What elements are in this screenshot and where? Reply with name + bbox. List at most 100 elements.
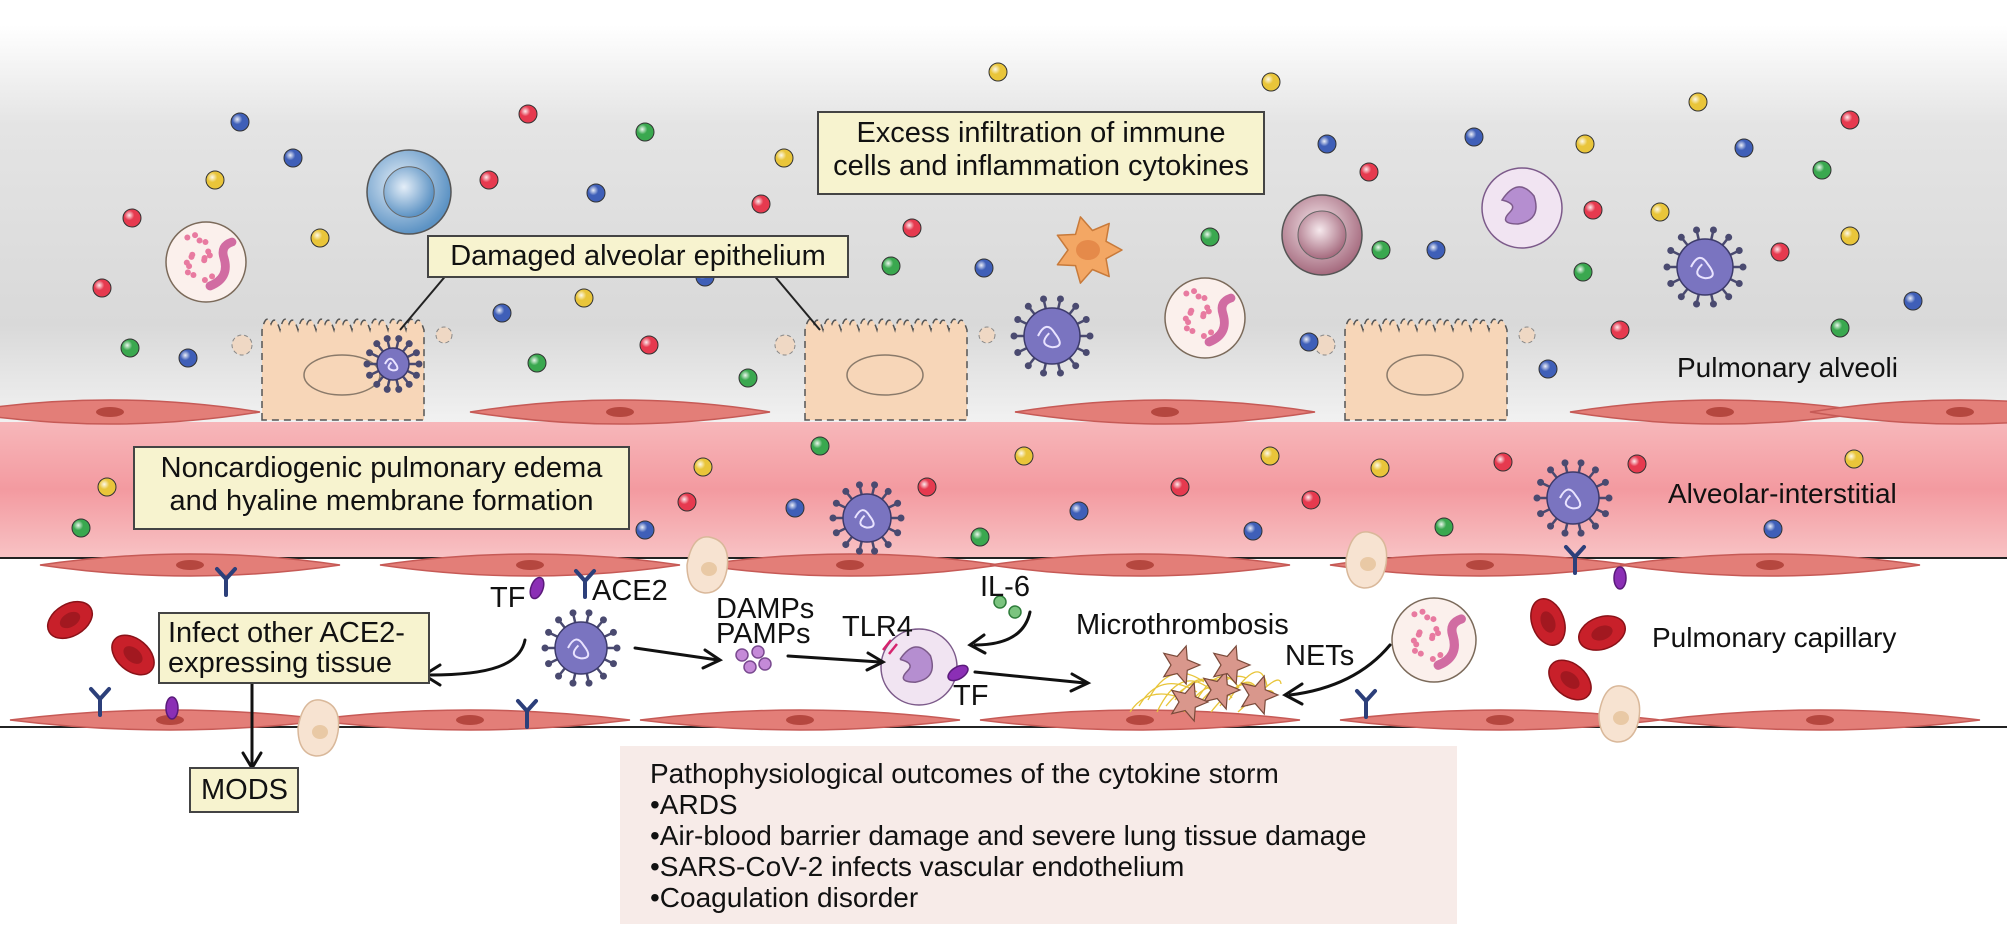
platelet-cell — [686, 536, 729, 594]
tissue-factor — [1613, 566, 1627, 590]
cytokine-dot — [988, 62, 1008, 82]
tlr4-label: TLR4 — [842, 611, 913, 643]
damp-molecule — [758, 657, 772, 671]
arrow-damps-to-neutrophil — [786, 654, 882, 664]
neutrophil-cell — [1391, 597, 1477, 683]
virus-particle — [541, 609, 621, 687]
cytokine-dot — [71, 518, 91, 538]
alveolar-endothelial-cell — [1809, 399, 2007, 425]
il6-molecule — [993, 595, 1007, 609]
damaged-epithelium-text: Damaged alveolar epithelium — [450, 240, 826, 272]
pulmonary-alveoli-label: Pulmonary alveoli — [1677, 352, 1898, 383]
cytokine-dot — [1243, 521, 1263, 541]
virus-particle — [1533, 459, 1613, 537]
cytokine-dot — [693, 457, 713, 477]
virus-particle — [1663, 226, 1747, 308]
cytokine-dot — [230, 112, 250, 132]
cytokine-dot — [92, 278, 112, 298]
cytokine-dot — [677, 492, 697, 512]
outcome-item-barrier: •Air-blood barrier damage and severe lun… — [650, 820, 1367, 851]
il6-molecule — [1008, 605, 1022, 619]
tlr4-receptor — [882, 639, 898, 655]
cytokine-dot — [1734, 138, 1754, 158]
neutrophil-cell — [165, 221, 247, 303]
cytokine-dot — [1014, 446, 1034, 466]
cytokine-dot — [1426, 240, 1446, 260]
cytokine-dot — [1770, 242, 1790, 262]
cytokine-dot — [1903, 291, 1923, 311]
cytokine-dot — [1830, 318, 1850, 338]
red-blood-cell — [1578, 615, 1626, 651]
outcome-item-endothelium: •SARS-CoV-2 infects vascular endothelium — [650, 851, 1185, 882]
cytokine-dot — [1763, 519, 1783, 539]
cytokine-dot — [1359, 162, 1379, 182]
capillary-bottom-endothelial-cell — [1659, 709, 1981, 731]
immune-infiltration-line1: Excess infiltration of immune — [856, 117, 1226, 149]
red-blood-cell — [46, 600, 94, 640]
cytokine-dot — [1844, 449, 1864, 469]
arrow-nets-to-thrombus-head — [1282, 682, 1304, 706]
cytokine-dot — [1650, 202, 1670, 222]
capillary-top-endothelial-cell — [379, 553, 681, 577]
edema-line1: Noncardiogenic pulmonary edema — [160, 452, 603, 484]
arrow-neutrophil-to-thrombus-head — [1069, 672, 1092, 693]
cytokine-dot — [1464, 127, 1484, 147]
arrow-virus-to-infect — [428, 638, 527, 677]
cytokine-dot — [970, 527, 990, 547]
cytokine-dot — [1575, 134, 1595, 154]
cytokine-dot — [1301, 490, 1321, 510]
tissue-factor — [165, 696, 179, 720]
arrow-neutrophil-to-thrombus — [973, 670, 1087, 685]
capillary-bottom-endothelial-cell — [309, 709, 631, 731]
cytokine-dot — [1840, 110, 1860, 130]
neutrophil-cell — [1164, 277, 1246, 359]
arrow-il6-to-neutrophil — [973, 610, 1032, 647]
cytokine-dot — [639, 335, 659, 355]
ace2-label: ACE2 — [592, 575, 668, 607]
red-blood-cell — [111, 634, 155, 676]
dendritic-cell — [1056, 216, 1123, 284]
infect-other-line1: Infect other ACE2- — [168, 617, 405, 649]
outcome-item-ards: •ARDS — [650, 789, 738, 820]
cytokine-dot — [810, 436, 830, 456]
cytokine-dot — [774, 148, 794, 168]
cytokine-dot — [97, 477, 117, 497]
capillary-bottom-endothelial-cell — [639, 709, 961, 731]
arrow-nets-to-thrombus — [1288, 643, 1392, 697]
cytokine-dot — [1812, 160, 1832, 180]
ace2-receptor — [574, 569, 596, 599]
cytokine-dots — [71, 62, 1923, 674]
ace2-receptor — [89, 687, 111, 717]
arrow-virus-to-damps — [633, 646, 720, 662]
cytokine-dot — [310, 228, 330, 248]
cytokine-dot — [635, 122, 655, 142]
cytokine-dot — [902, 218, 922, 238]
cytokine-dot — [122, 208, 142, 228]
cytokine-dot — [1170, 477, 1190, 497]
damaged-epithelial-cell — [231, 318, 453, 421]
infect-other-label: Infect other ACE2- expressing tissue — [158, 612, 430, 684]
arrow-virus-to-damps-head — [701, 648, 724, 670]
alveolar-interstitial-label: Alveolar-interstitial — [1668, 478, 1897, 509]
cytokine-dot — [1317, 134, 1337, 154]
capillary-top-endothelial-cell — [989, 553, 1291, 577]
damaged-epithelial-cells — [231, 318, 1536, 421]
cytokine-dot — [1573, 262, 1593, 282]
alveolar-endothelial-cell — [0, 399, 261, 425]
cytokine-dot — [1261, 72, 1281, 92]
epithelium-leader-left — [399, 272, 449, 331]
cytokine-dot — [120, 338, 140, 358]
cytokine-dot — [1200, 227, 1220, 247]
immune-cells — [165, 149, 1641, 757]
cytokine-dot — [974, 258, 994, 278]
damaged-epithelium-label: Damaged alveolar epithelium — [427, 235, 849, 278]
receptors — [89, 545, 1627, 729]
cytokine-dot — [751, 194, 771, 214]
damaged-epithelial-cell — [774, 318, 996, 421]
cytokine-dot — [738, 368, 758, 388]
cytokine-dot — [586, 183, 606, 203]
cytokine-dot — [1583, 200, 1603, 220]
nets-label: NETs — [1285, 640, 1355, 672]
cytokine-dot — [1688, 92, 1708, 112]
